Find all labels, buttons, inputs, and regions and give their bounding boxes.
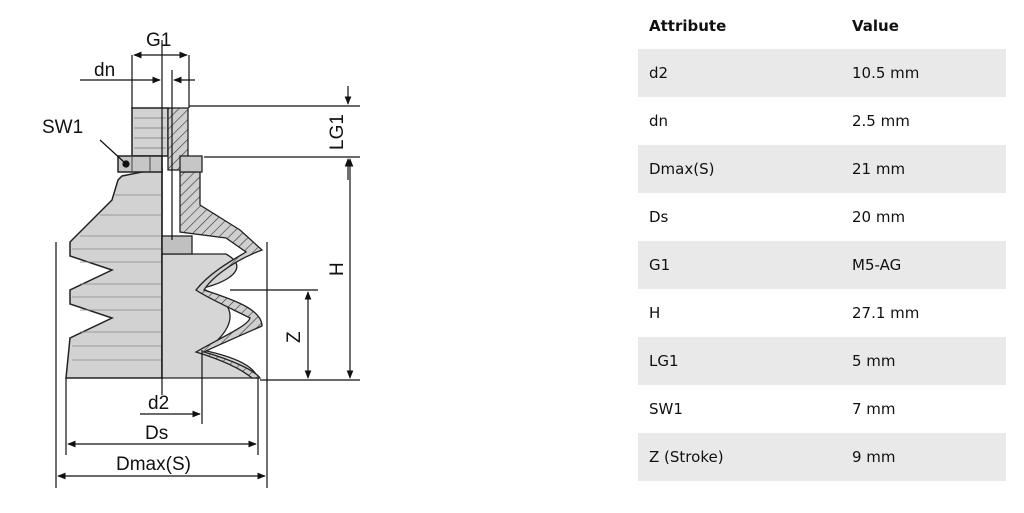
stem-hatched-section (167, 107, 189, 171)
bellows-cross-section-body (161, 253, 260, 379)
label-dn: dn (94, 60, 115, 81)
table-row: d2 10.5 mm (638, 49, 1006, 97)
attribute-cell: LG1 (638, 337, 841, 385)
value-cell: 2.5 mm (841, 97, 1006, 145)
value-cell: 7 mm (841, 385, 1006, 433)
value-cell: 5 mm (841, 337, 1006, 385)
table-row: Ds 20 mm (638, 193, 1006, 241)
attribute-cell: G1 (638, 241, 841, 289)
table-row: SW1 7 mm (638, 385, 1006, 433)
bellows-exterior-left (65, 167, 163, 379)
bellows-hatched-wall (179, 171, 264, 379)
value-cell: 10.5 mm (841, 49, 1006, 97)
dimension-d2 (140, 350, 203, 424)
attribute-cell: SW1 (638, 385, 841, 433)
attribute-cell: Dmax(S) (638, 145, 841, 193)
column-header-value: Value (852, 16, 899, 35)
value-cell: M5-AG (841, 241, 1006, 289)
label-h: H (327, 262, 348, 276)
label-sw1: SW1 (42, 117, 83, 138)
table-header-row: Attribute Value (638, 2, 1006, 49)
table-row: dn 2.5 mm (638, 97, 1006, 145)
dimension-dmax (55, 242, 268, 488)
table-row: G1 M5-AG (638, 241, 1006, 289)
dimension-z (230, 289, 318, 379)
table-row: Z (Stroke) 9 mm (638, 433, 1006, 481)
dimension-ds (65, 378, 259, 455)
table-row: LG1 5 mm (638, 337, 1006, 385)
dimension-h (260, 158, 360, 381)
dimension-g1 (131, 51, 190, 108)
value-cell: 20 mm (841, 193, 1006, 241)
attribute-cell: dn (638, 97, 841, 145)
attribute-cell: H (638, 289, 841, 337)
threaded-stem (131, 107, 169, 157)
suction-cup-technical-drawing: G1 dn SW1 LG1 H Z d2 Ds (42, 30, 360, 488)
value-cell: 9 mm (841, 433, 1006, 481)
label-ds: Ds (145, 423, 168, 444)
label-z: Z (284, 331, 305, 343)
leader-sw1 (99, 139, 130, 168)
label-g1: G1 (146, 30, 171, 51)
label-d2: d2 (148, 393, 169, 414)
attribute-cell: Ds (638, 193, 841, 241)
dimension-dn (80, 70, 195, 240)
table-row: H 27.1 mm (638, 289, 1006, 337)
value-cell: 27.1 mm (841, 289, 1006, 337)
bellows-ridge-lines (72, 194, 162, 361)
value-cell: 21 mm (841, 145, 1006, 193)
attribute-cell: d2 (638, 49, 841, 97)
label-lg1: LG1 (327, 114, 348, 150)
table-row: Dmax(S) 21 mm (638, 145, 1006, 193)
specification-table: Attribute Value d2 10.5 mm dn 2.5 mm Dma… (638, 2, 1006, 481)
label-dmax: Dmax(S) (116, 454, 191, 475)
column-header-attribute: Attribute (649, 16, 727, 35)
attribute-cell: Z (Stroke) (638, 433, 841, 481)
